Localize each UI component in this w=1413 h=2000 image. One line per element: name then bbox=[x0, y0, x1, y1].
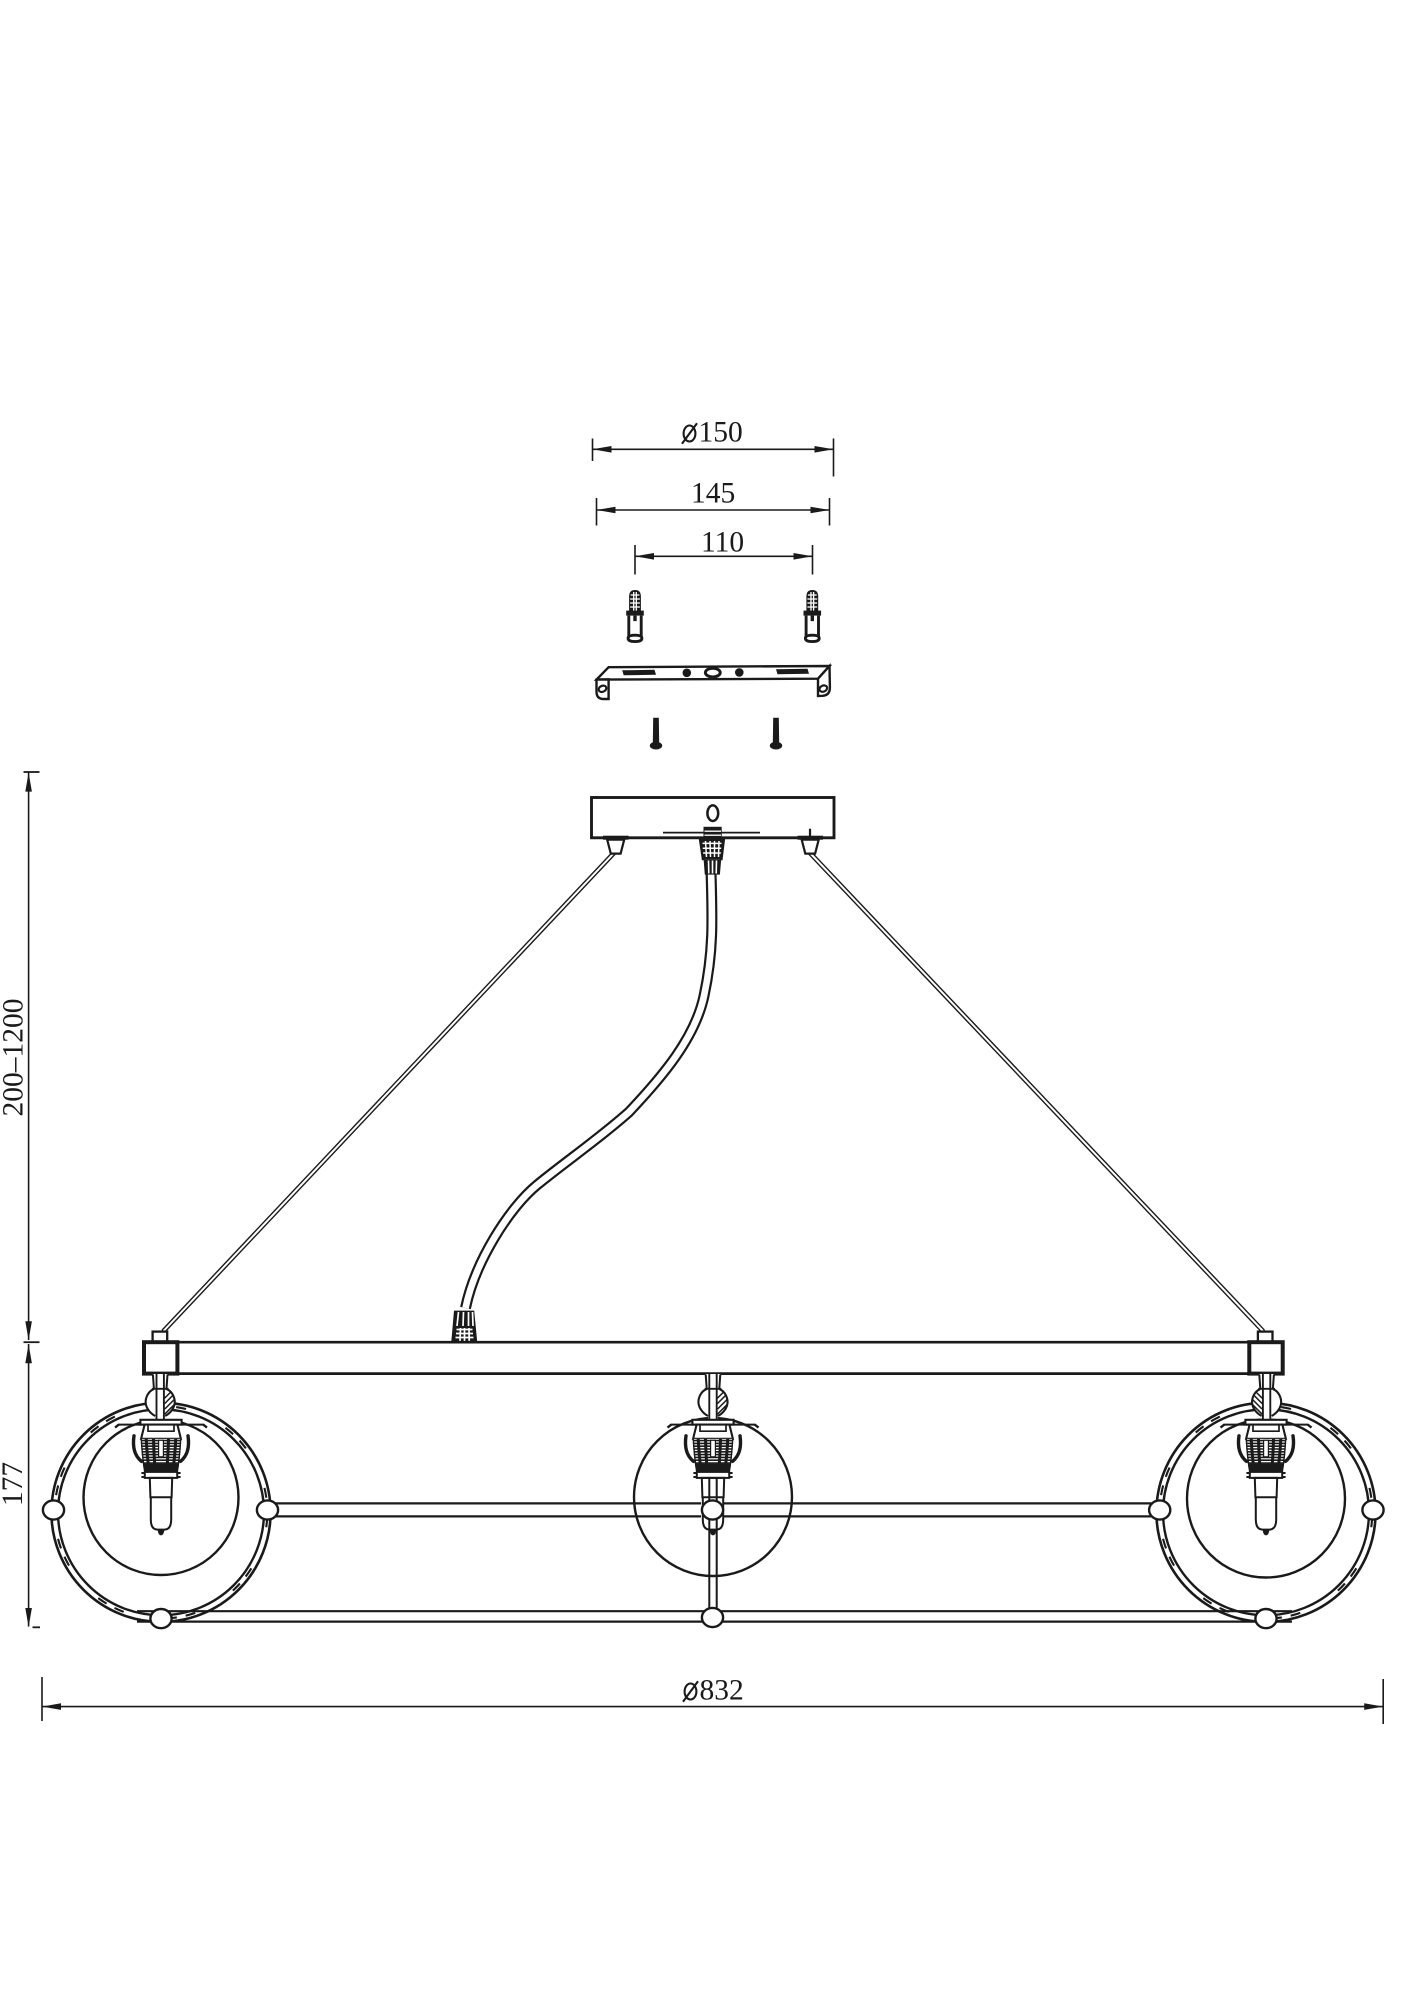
svg-text:177: 177 bbox=[0, 1462, 29, 1506]
svg-text:832: 832 bbox=[700, 1675, 744, 1707]
svg-text:145: 145 bbox=[691, 478, 735, 510]
svg-text:200–1200: 200–1200 bbox=[0, 999, 30, 1117]
svg-text:110: 110 bbox=[701, 527, 744, 559]
svg-text:150: 150 bbox=[699, 417, 743, 449]
